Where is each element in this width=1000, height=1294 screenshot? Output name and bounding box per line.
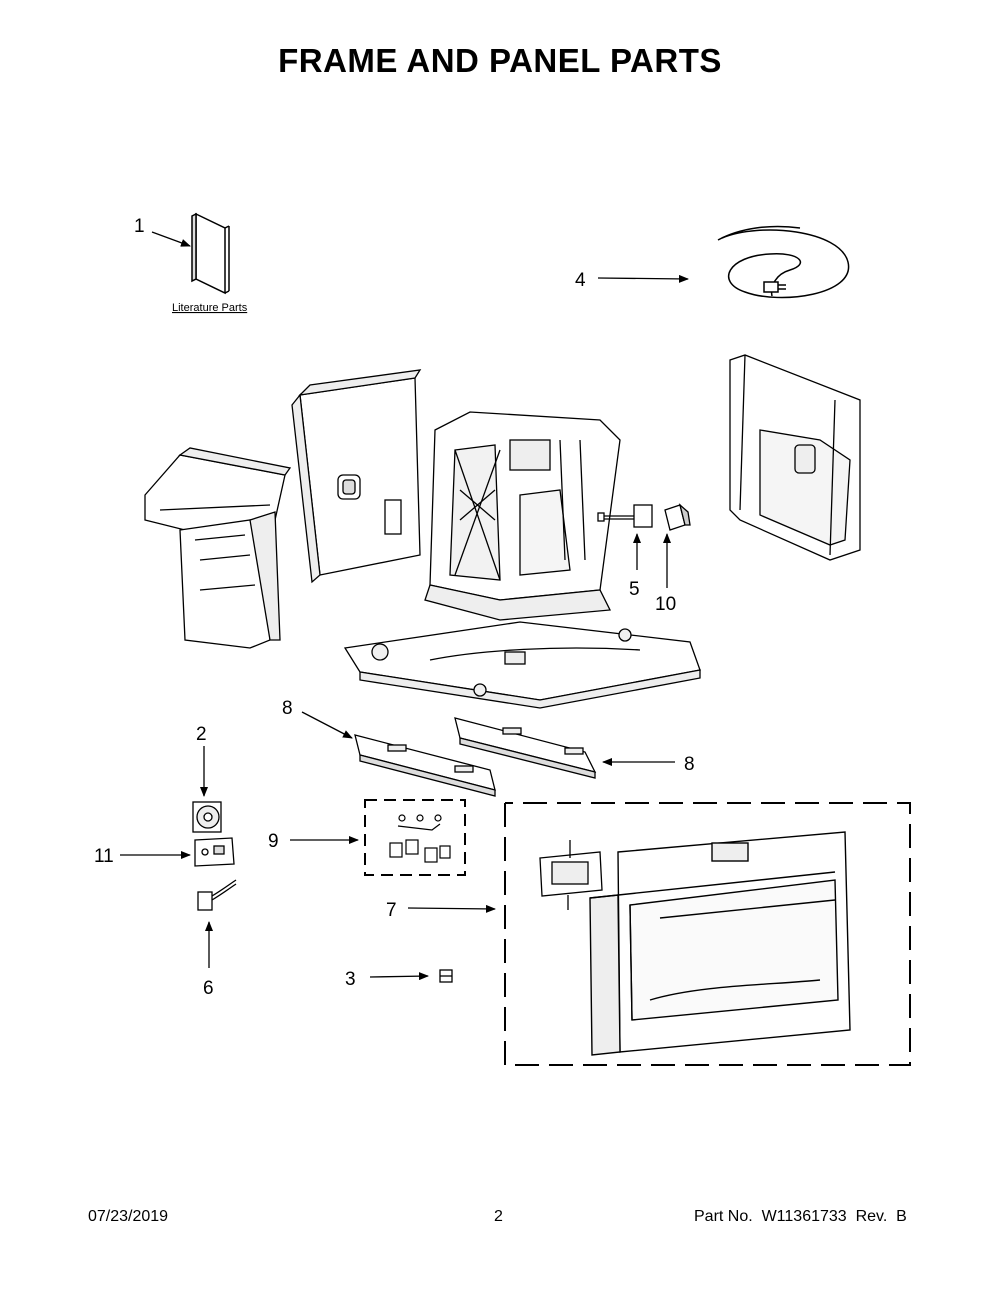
callout-6: 6 bbox=[203, 978, 214, 999]
callout-7: 7 bbox=[386, 900, 397, 921]
door-assembly-dashed-box bbox=[504, 802, 911, 1066]
footer-page-number: 2 bbox=[494, 1208, 503, 1225]
main-chassis-part bbox=[424, 411, 621, 621]
arrow-7 bbox=[407, 904, 496, 913]
control-panel-module-part bbox=[539, 840, 603, 910]
connector-block-part bbox=[664, 503, 691, 531]
power-cord-part bbox=[717, 225, 850, 299]
arrow-3 bbox=[369, 972, 429, 981]
oven-door-frame-part bbox=[589, 831, 851, 1056]
footer-part-number: Part No. W11361733 Rev. B bbox=[694, 1208, 907, 1225]
wire-harness-part bbox=[597, 504, 653, 528]
control-board-part bbox=[194, 837, 235, 867]
literature-booklet-part bbox=[191, 212, 230, 295]
rear-panel-part bbox=[291, 369, 422, 584]
callout-11: 11 bbox=[94, 846, 114, 867]
callout-9: 9 bbox=[268, 831, 279, 852]
base-plate-part bbox=[343, 621, 701, 709]
left-slide-rail-part bbox=[354, 734, 496, 797]
callout-4: 4 bbox=[575, 270, 586, 291]
callout-5: 5 bbox=[629, 579, 640, 600]
callout-2: 2 bbox=[196, 724, 207, 745]
callout-1: 1 bbox=[134, 216, 145, 237]
arrow-1 bbox=[151, 231, 191, 247]
cooling-fan-part bbox=[192, 801, 222, 833]
left-frame-bracket-part bbox=[144, 447, 292, 649]
literature-parts-label: Literature Parts bbox=[172, 302, 248, 314]
page-title: FRAME AND PANEL PARTS bbox=[278, 42, 722, 79]
arrow-4 bbox=[597, 274, 689, 283]
sensor-switch-part bbox=[197, 879, 237, 911]
callout-3: 3 bbox=[345, 969, 356, 990]
callout-8-right: 8 bbox=[684, 754, 695, 775]
right-frame-panel-part bbox=[729, 354, 861, 561]
footer-date: 07/23/2019 bbox=[88, 1208, 169, 1225]
clip-part bbox=[439, 969, 453, 983]
right-slide-rail-part bbox=[454, 717, 597, 779]
hinge-kit-dashed-box bbox=[364, 799, 466, 876]
hinge-kit-part bbox=[389, 814, 451, 863]
callout-10: 10 bbox=[655, 594, 676, 615]
arrow-8-left bbox=[301, 711, 353, 739]
callout-arrows bbox=[120, 231, 689, 981]
callout-8-left: 8 bbox=[282, 698, 293, 719]
